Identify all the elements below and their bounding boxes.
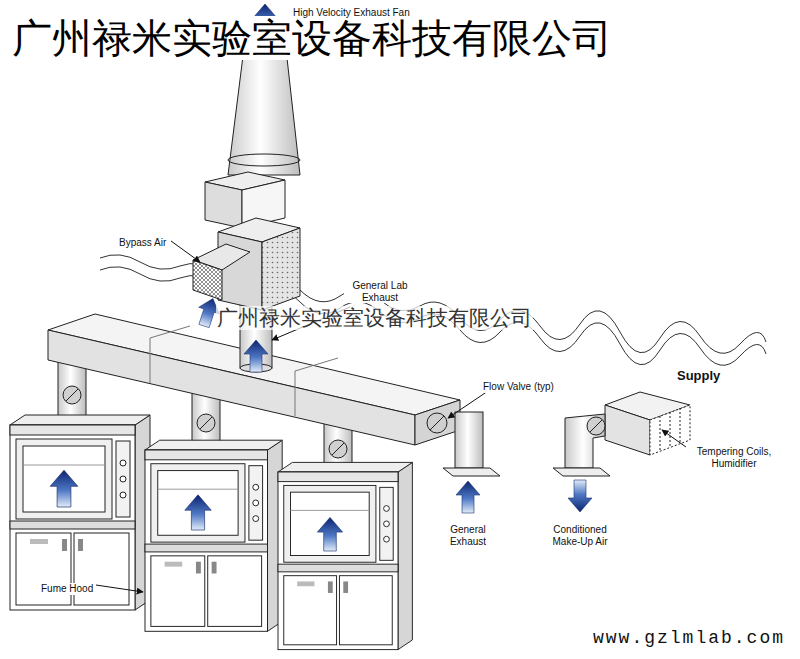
general-exhaust-drop <box>443 468 500 476</box>
flow-valve <box>430 416 444 430</box>
exhaust-arrow <box>456 481 480 513</box>
hood-riser <box>197 414 215 432</box>
label-anchor: Supply <box>676 366 721 384</box>
fan-housing <box>262 228 300 310</box>
callout-label: Fume Hood <box>40 583 94 595</box>
label-anchor: Conditioned Make-Up Air <box>540 524 620 547</box>
supply-unit <box>553 468 610 476</box>
label-anchor: High Velocity Exhaust Fan <box>292 2 411 20</box>
leader-line <box>662 430 686 447</box>
web-address: www.gzlmlab.com <box>592 628 786 649</box>
callout-label: General Lab Exhaust <box>344 280 416 303</box>
section-label: Supply <box>676 369 721 384</box>
fume-hood <box>10 415 412 650</box>
leader-line <box>448 391 488 418</box>
label-anchor: www.gzlmlab.com <box>592 628 786 649</box>
label-anchor: Flow Valve (typ) <box>482 376 555 394</box>
general-exhaust-drop <box>455 412 483 468</box>
label-anchor: Fume Hood <box>40 578 94 596</box>
supply-unit <box>680 408 681 444</box>
supply-unit <box>553 392 690 476</box>
main-exhaust-duct <box>295 358 338 371</box>
hood-riser <box>63 386 81 404</box>
fume-hood <box>317 517 342 551</box>
hood-riser <box>200 417 212 429</box>
supply-unit <box>660 416 661 451</box>
callout-label: Flow Valve (typ) <box>482 381 555 393</box>
main-exhaust-duct <box>295 371 296 416</box>
lab-exhaust-arrow <box>244 340 268 372</box>
supply-unit <box>650 405 690 455</box>
fan-motor <box>205 182 242 228</box>
callout-label: Bypass Air <box>118 237 167 249</box>
flow-valve <box>427 413 447 433</box>
fume-hood <box>145 440 282 631</box>
hood-riser <box>329 440 347 458</box>
bypass-inlet <box>193 244 250 300</box>
watermark: 广州禄米实验室设备科技有限公司 <box>216 306 533 330</box>
label-anchor: Bypass Air <box>118 232 167 250</box>
flow-label: Conditioned Make-Up Air <box>540 524 620 547</box>
fume-hood <box>50 470 78 507</box>
bypass-inlet <box>193 260 222 300</box>
leader-line <box>96 585 143 592</box>
flow-valve <box>427 413 447 433</box>
supply-arrow <box>568 480 592 512</box>
leader-line <box>96 241 686 592</box>
stack <box>228 154 300 166</box>
page-title: 广州禄米实验室设备科技有限公司 <box>12 16 612 60</box>
fan-label: High Velocity Exhaust Fan <box>292 7 411 19</box>
flow-label: General Exhaust <box>440 524 496 547</box>
supply-unit <box>587 417 605 435</box>
general-exhaust-drop <box>443 412 500 476</box>
main-exhaust-duct <box>415 400 460 445</box>
fan-motor <box>205 172 285 228</box>
label-anchor: General Lab Exhaust <box>344 280 416 303</box>
fume-hood <box>185 495 211 530</box>
supply-unit <box>670 412 671 447</box>
fume-hood <box>10 415 150 610</box>
label-anchor: General Exhaust <box>440 524 496 547</box>
label-anchor: 广州禄米实验室设备科技有限公司 <box>216 306 533 330</box>
stack <box>228 40 300 175</box>
fan-housing <box>218 232 262 310</box>
callout-label: Tempering Coils, Humidifier <box>688 446 780 469</box>
label-anchor: Tempering Coils, Humidifier <box>688 446 780 469</box>
hood-riser <box>332 443 344 455</box>
fume-hood <box>278 462 412 649</box>
supply-unit <box>605 405 650 455</box>
main-exhaust-duct <box>150 338 151 383</box>
main-exhaust-duct <box>150 326 190 338</box>
leader-line <box>171 241 200 262</box>
supply-unit <box>565 414 605 468</box>
hood-riser <box>66 389 78 401</box>
supply-unit <box>590 420 602 432</box>
